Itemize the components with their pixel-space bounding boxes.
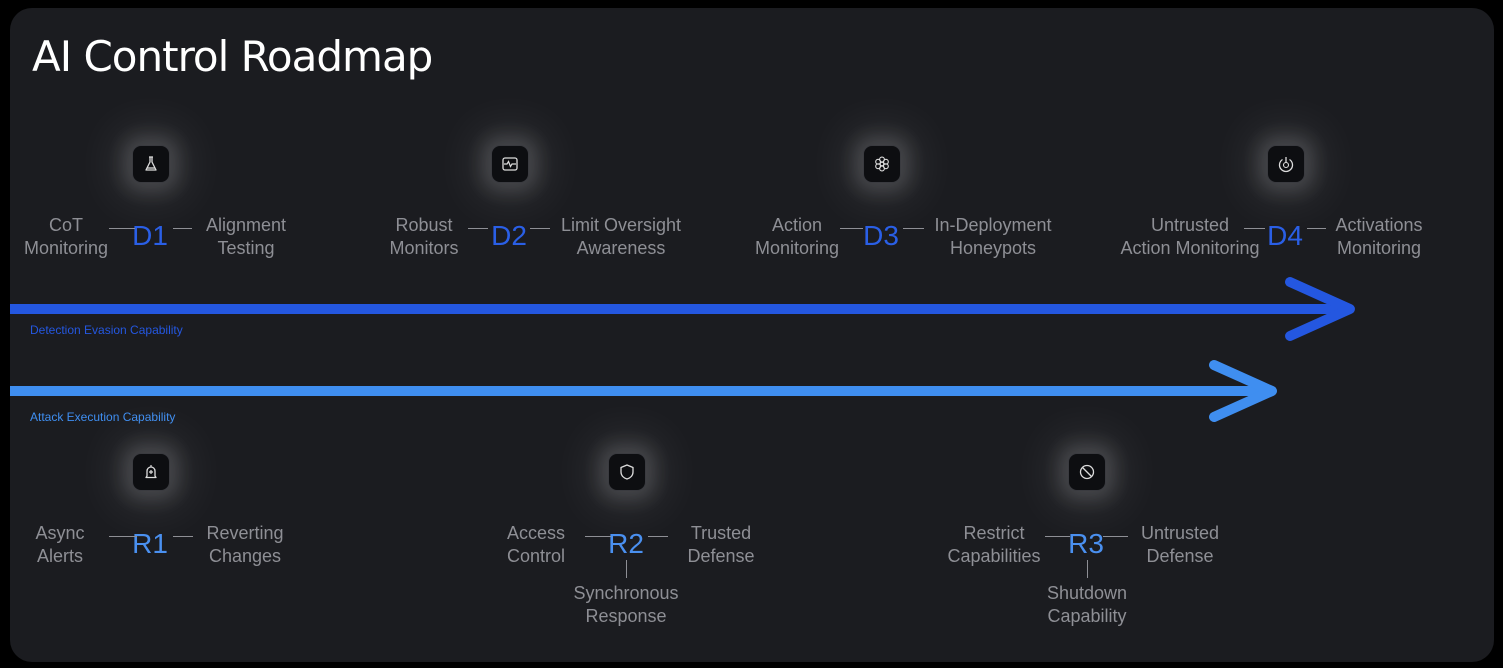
detection-d1-left-connector: [109, 228, 135, 229]
detection-d1-right-connector: [173, 228, 192, 229]
detection-d2-left-connector: [468, 228, 488, 229]
response-node-r3: R3: [1068, 528, 1104, 559]
detection-node-d3: D3: [863, 220, 899, 251]
detection-node-d4: D4: [1267, 220, 1303, 251]
shield-icon: [620, 464, 634, 480]
page-title: AI Control Roadmap: [32, 32, 433, 81]
response-r1-right-connector: [173, 536, 193, 537]
power-dial-icon: [1278, 157, 1294, 173]
response-node-r2: R2: [608, 528, 644, 559]
response-r2-icon-box: [608, 453, 646, 491]
response-node-r1: R1: [132, 528, 168, 559]
pulse-monitor-icon: [502, 157, 518, 171]
detection-d2-right-connector: [530, 228, 550, 229]
response-r3-below-connector: [1087, 560, 1088, 578]
detection-node-d1: D1: [132, 220, 168, 251]
response-r3-icon-box: [1068, 453, 1106, 491]
response-r3-right-connector: [1103, 536, 1128, 537]
detection-node-d2: D2: [491, 220, 527, 251]
detection-d1-icon-box: [132, 145, 170, 183]
roadmap-panel: AI Control Roadmap Detection Evasion Cap…: [10, 8, 1494, 662]
response-r3-left-connector: [1045, 536, 1070, 537]
detection-arrow-label: Detection Evasion Capability: [30, 323, 183, 337]
detection-d3-icon-box: [863, 145, 901, 183]
detection-arrow-head: [1285, 277, 1355, 341]
detection-d2-icon-box: [491, 145, 529, 183]
response-r1-icon-box: [132, 453, 170, 491]
detection-d4-right-connector: [1307, 228, 1326, 229]
response-r2-right-connector: [648, 536, 668, 537]
attack-arrow-head: [1209, 360, 1277, 422]
attack-arrow-label: Attack Execution Capability: [30, 410, 176, 424]
response-r2-left-connector: [585, 536, 611, 537]
detection-d3-left-connector: [840, 228, 863, 229]
bell-alert-icon: [145, 465, 157, 479]
response-r2-below-connector: [626, 560, 627, 578]
detection-d4-icon-box: [1267, 145, 1305, 183]
detection-d4-left-connector: [1244, 228, 1265, 229]
flower-icon: [875, 156, 889, 172]
response-r1-left-connector: [109, 536, 137, 537]
detection-d3-right-connector: [903, 228, 924, 229]
prohibit-icon: [1079, 464, 1095, 480]
flask-icon: [145, 156, 157, 171]
arrows-layer: [10, 277, 1355, 422]
